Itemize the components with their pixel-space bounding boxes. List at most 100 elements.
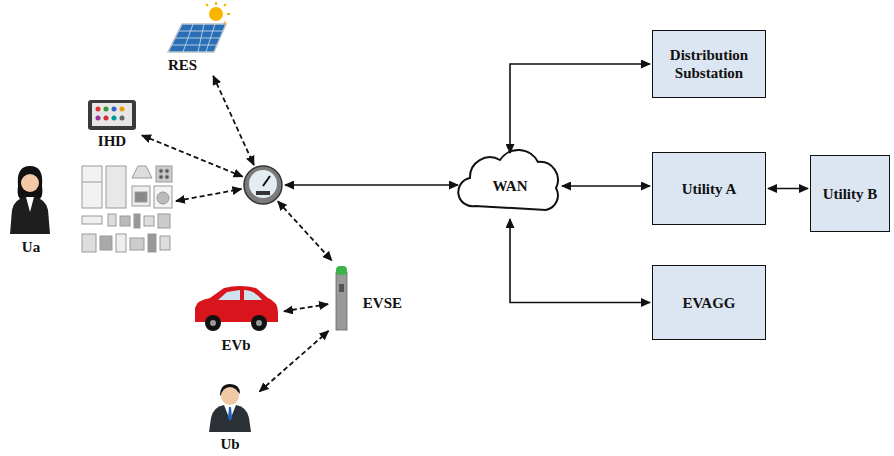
illustration-part — [256, 320, 262, 326]
box-label: Utility B — [823, 185, 878, 203]
illustration-part — [106, 166, 126, 208]
illustration-part — [244, 166, 282, 204]
illustration-part — [154, 186, 172, 208]
charging-station — [336, 266, 347, 330]
illustration-part — [88, 100, 136, 130]
illustration-part — [206, 2, 230, 24]
illustration-part — [209, 405, 251, 432]
node-label: IHD — [98, 132, 126, 150]
illustration-part — [221, 387, 239, 405]
illustration-part — [144, 216, 154, 226]
illustration-part — [251, 315, 267, 331]
smart-meter — [244, 166, 282, 204]
illustration-part — [112, 107, 117, 112]
illustration-part — [130, 238, 144, 250]
appliance-node — [80, 163, 174, 257]
illustration-part — [159, 169, 163, 173]
solar-panel — [168, 2, 230, 52]
illustration-part — [183, 24, 193, 52]
illustration-part — [209, 7, 223, 21]
process-box: EVAGG — [652, 265, 766, 340]
illustration-part — [195, 286, 278, 322]
illustration-part — [205, 315, 221, 331]
illustration-part — [339, 284, 344, 292]
illustration-part — [228, 407, 232, 421]
appliances-group — [82, 166, 172, 252]
illustration-part — [336, 272, 347, 330]
person-node: Ua — [4, 162, 58, 256]
illustration-part — [92, 103, 132, 126]
illustration-part — [108, 214, 116, 226]
illustration-part — [157, 192, 169, 204]
charger-node: EVSE — [330, 262, 402, 334]
node-label: EVb — [221, 336, 250, 354]
illustration-part — [198, 24, 204, 52]
node-label: EVSE — [363, 294, 402, 312]
illustration-part — [224, 405, 236, 420]
illustration-part — [96, 116, 101, 121]
process-box: Utility B — [810, 155, 890, 232]
connector-arrow — [768, 188, 808, 190]
cloud-node: WAN — [460, 155, 560, 217]
dashed-connector — [142, 135, 243, 176]
connector-arrow — [510, 64, 650, 153]
illustration-part — [165, 169, 169, 173]
connector-arrow — [285, 184, 458, 186]
illustration-part — [224, 4, 226, 6]
illustration-part — [249, 170, 277, 198]
node-label: WAN — [492, 177, 527, 195]
illustration-part — [18, 166, 43, 200]
illustration-part — [206, 24, 215, 52]
illustration-part — [165, 175, 169, 179]
dashed-connector — [284, 304, 328, 311]
illustration-part — [256, 191, 270, 195]
person-node: Ub — [202, 382, 258, 453]
illustration-part — [104, 116, 109, 121]
illustration-part — [244, 290, 262, 300]
illustration-part — [120, 116, 125, 121]
illustration-part — [175, 38, 220, 39]
illustration-part — [215, 2, 217, 5]
dashed-connector — [213, 76, 254, 165]
illustration-part — [82, 182, 102, 183]
illustration-part — [10, 197, 50, 234]
connector-arrow — [562, 185, 650, 187]
node-label: RES — [168, 56, 197, 74]
solar-node: RES — [160, 2, 232, 74]
box-label: EVAGG — [682, 294, 735, 312]
illustration-part — [135, 192, 147, 202]
illustration-part — [160, 236, 170, 250]
illustration-part — [171, 45, 217, 46]
process-box: Distribution Substation — [652, 30, 766, 98]
illustration-part — [82, 166, 102, 208]
node-label: Ua — [22, 238, 40, 256]
illustration-part — [206, 4, 208, 6]
connector-arrow — [510, 219, 650, 303]
illustration-part — [132, 166, 152, 178]
man-figure — [209, 384, 251, 432]
illustration-part — [134, 214, 140, 228]
illustration-part — [104, 107, 109, 112]
illustration-part — [227, 13, 230, 15]
tablet-icon — [88, 100, 136, 130]
illustration-part — [120, 107, 125, 112]
illustration-part — [159, 175, 163, 179]
illustration-part — [148, 234, 156, 252]
illustration-part — [263, 176, 270, 186]
illustration-part — [171, 24, 223, 52]
illustration-part — [82, 234, 96, 252]
woman-figure — [10, 166, 50, 234]
illustration-part — [158, 214, 170, 228]
illustration-part — [218, 290, 240, 300]
illustration-part — [156, 166, 172, 182]
illustration-part — [210, 320, 216, 326]
illustration-part — [21, 174, 39, 192]
illustration-part — [120, 216, 130, 226]
electric-car — [195, 286, 278, 331]
illustration-part — [336, 266, 347, 275]
dashed-connector — [260, 331, 329, 392]
illustration-part — [112, 116, 117, 121]
dashed-connector — [278, 201, 332, 260]
